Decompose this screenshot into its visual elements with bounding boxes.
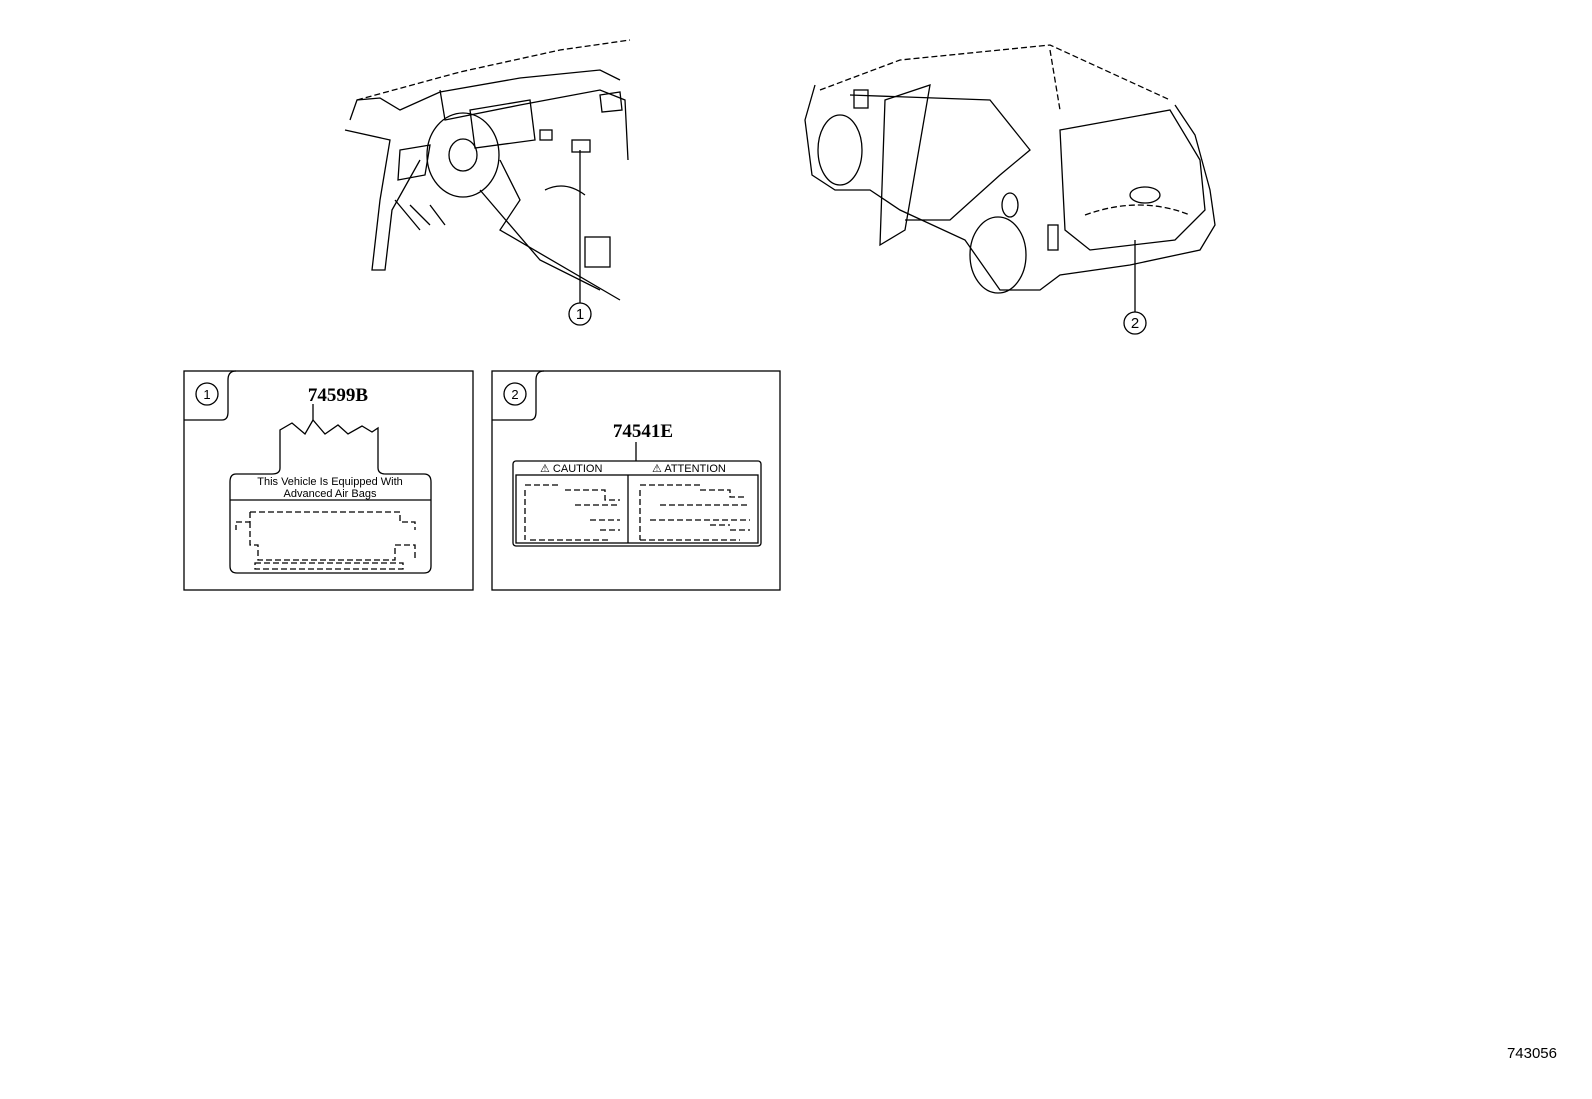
callout-number-1: 1 [576,306,584,323]
detail-panel-2: 2 74541E ⚠ CAUTION ⚠ ATTENTION [491,370,781,591]
panel-1-callout: 1 [203,387,210,402]
callout-circle-2 [1123,311,1147,335]
part-number-74599B: 74599B [308,385,369,406]
attention-heading: ⚠ ATTENTION [652,463,726,475]
callout-number-2: 2 [1131,315,1139,332]
panel-2-callout: 2 [511,387,518,402]
illustration-number: 743056 [1507,1045,1557,1062]
airbag-label-line-1: This Vehicle Is Equipped With [257,476,403,488]
part-number-74541E: 74541E [613,421,673,442]
detail-panel-1: 1 74599B This Vehicle Is Equipped With A… [183,370,474,591]
caution-heading: ⚠ CAUTION [540,463,602,475]
airbag-label-line-2: Advanced Air Bags [284,488,377,500]
vehicle-illustration [804,44,1216,294]
dashboard-illustration [344,39,631,301]
callout-circle-1 [568,302,592,326]
